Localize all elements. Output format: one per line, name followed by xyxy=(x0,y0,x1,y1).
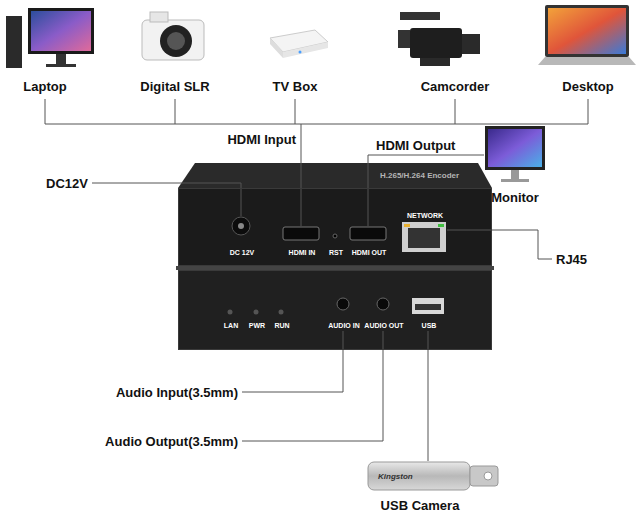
device-name: Camcorder xyxy=(421,79,490,94)
port-callout: HDMI Input xyxy=(227,132,296,147)
port-label: HDMI OUT xyxy=(352,248,387,257)
pc-tower xyxy=(6,16,22,68)
camera-lens-glass xyxy=(167,32,185,50)
monitor-frame xyxy=(485,126,545,170)
monitor-stand xyxy=(511,170,519,179)
camcorder-lens xyxy=(462,34,480,54)
pc-monitor-stand xyxy=(56,54,66,64)
encoder-rear-panel: LAN PWR RUN AUDIO IN AUDIO OUT USB xyxy=(178,270,492,350)
port-label: RUN xyxy=(274,321,289,330)
leader-line xyxy=(242,331,383,441)
pc-monitor-frame xyxy=(28,8,94,54)
port-label: RST xyxy=(329,248,343,257)
port-callout: Audio Input(3.5mm) xyxy=(116,385,238,400)
device-name: Desktop xyxy=(562,79,613,94)
dc-jack xyxy=(232,217,250,235)
bracket-line xyxy=(45,124,588,125)
unit-front-face xyxy=(178,188,492,266)
port-label: NETWORK xyxy=(407,211,443,220)
camera-top xyxy=(150,12,168,22)
port-label: HDMI IN xyxy=(289,248,316,257)
camcorder-viewfinder xyxy=(398,30,410,48)
camera-body xyxy=(142,20,204,60)
audio-jack xyxy=(377,298,389,310)
device-name: Laptop xyxy=(23,79,66,94)
led xyxy=(254,310,259,315)
encoder-front-panel: DC 12V HDMI IN RST HDMI OUT NETWORK xyxy=(178,188,492,266)
audio-jack xyxy=(337,298,349,310)
pc-monitor-screen xyxy=(31,11,91,51)
rj45-led xyxy=(438,224,444,227)
usb-stick-body xyxy=(368,462,470,490)
rj45-port xyxy=(402,222,446,252)
tv-box-led xyxy=(299,51,302,54)
laptop-screen xyxy=(548,8,626,54)
bracket-line xyxy=(455,99,456,124)
hdmi-out-port xyxy=(350,227,386,240)
bracket-line xyxy=(295,99,296,124)
port-callout: RJ45 xyxy=(556,252,587,267)
bracket-line xyxy=(175,99,176,124)
rj45-socket xyxy=(408,228,440,248)
led xyxy=(279,310,284,315)
port-label: USB xyxy=(422,321,437,330)
hdmi-in-port xyxy=(283,227,319,240)
port-label: LAN xyxy=(224,321,238,330)
port-label: AUDIO OUT xyxy=(364,321,403,330)
dc-jack-pin xyxy=(238,223,244,229)
camcorder-body xyxy=(410,28,462,58)
tv-box-front xyxy=(283,42,328,58)
device-name: TV Box xyxy=(273,79,318,94)
leader-line xyxy=(428,331,429,461)
device-name: Monitor xyxy=(491,190,539,205)
device-name: USB Camera xyxy=(381,498,460,513)
bracket-line xyxy=(45,99,46,124)
port-label: AUDIO IN xyxy=(328,321,360,330)
usb-port xyxy=(412,298,444,314)
laptop-base xyxy=(538,57,636,65)
bracket-line xyxy=(588,99,589,124)
monitor-screen xyxy=(488,129,542,167)
pc-monitor-base xyxy=(46,64,76,67)
unit-top-face xyxy=(178,163,492,188)
unit-front-face xyxy=(178,270,492,350)
rj45-led xyxy=(404,224,410,227)
reset-hole xyxy=(333,234,337,238)
led xyxy=(228,310,233,315)
leader-line xyxy=(301,124,302,226)
port-callout: DC12V xyxy=(46,176,88,191)
usb-stick-hole xyxy=(484,472,492,480)
camcorder-grip xyxy=(420,58,450,66)
camcorder-handle xyxy=(400,12,440,20)
device-name: Digital SLR xyxy=(140,79,209,94)
usb-stick-cap xyxy=(470,466,498,486)
tv-box-side xyxy=(270,38,283,58)
port-callout: Audio Output(3.5mm) xyxy=(105,434,238,449)
brand-marking: Kingston xyxy=(378,472,413,481)
port-label: PWR xyxy=(249,321,265,330)
leader-line xyxy=(447,230,552,259)
port-label: DC 12V xyxy=(230,248,255,257)
usb-socket xyxy=(415,304,441,310)
product-marking: H.265/H.264 Encoder xyxy=(380,171,459,180)
port-callout: HDMI Output xyxy=(376,138,455,153)
leader-line xyxy=(242,331,343,392)
monitor-base xyxy=(501,179,529,182)
camera-lens xyxy=(160,25,192,57)
leader-line xyxy=(368,155,484,226)
laptop-lid xyxy=(545,5,629,57)
